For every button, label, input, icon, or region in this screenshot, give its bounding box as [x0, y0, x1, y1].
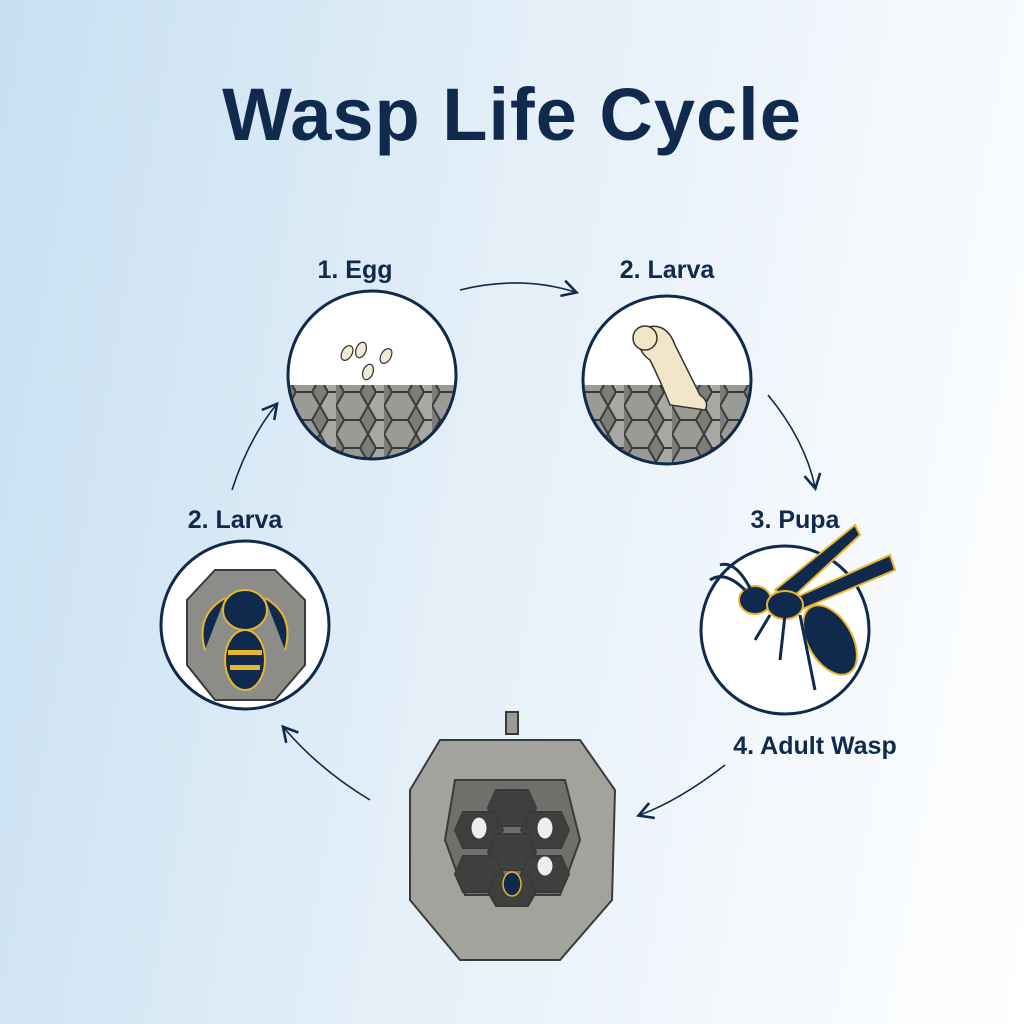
larva-illustration: [581, 294, 753, 466]
adult-wasp-illustration: [699, 523, 897, 716]
arrow-adult-to-nest: [636, 764, 726, 820]
nest-illustration: [409, 711, 617, 961]
stage-label-larva-left: 2. Larva: [187, 506, 283, 534]
stage-label-adult: 4. Adult Wasp: [733, 732, 897, 760]
egg-illustration: [286, 289, 458, 461]
arrow-nest-to-larva: [281, 724, 371, 801]
wasp-in-cell-illustration: [159, 539, 331, 711]
stage-label-larva-top: 2. Larva: [619, 256, 715, 284]
arrow-larva-to-egg: [231, 401, 279, 491]
page-title: Wasp Life Cycle: [222, 73, 802, 156]
arrow-larva-to-pupa: [767, 394, 822, 492]
stage-label-pupa: 3. Pupa: [750, 506, 840, 534]
arrow-egg-to-larva: [459, 279, 580, 298]
stage-label-egg: 1. Egg: [317, 256, 393, 284]
